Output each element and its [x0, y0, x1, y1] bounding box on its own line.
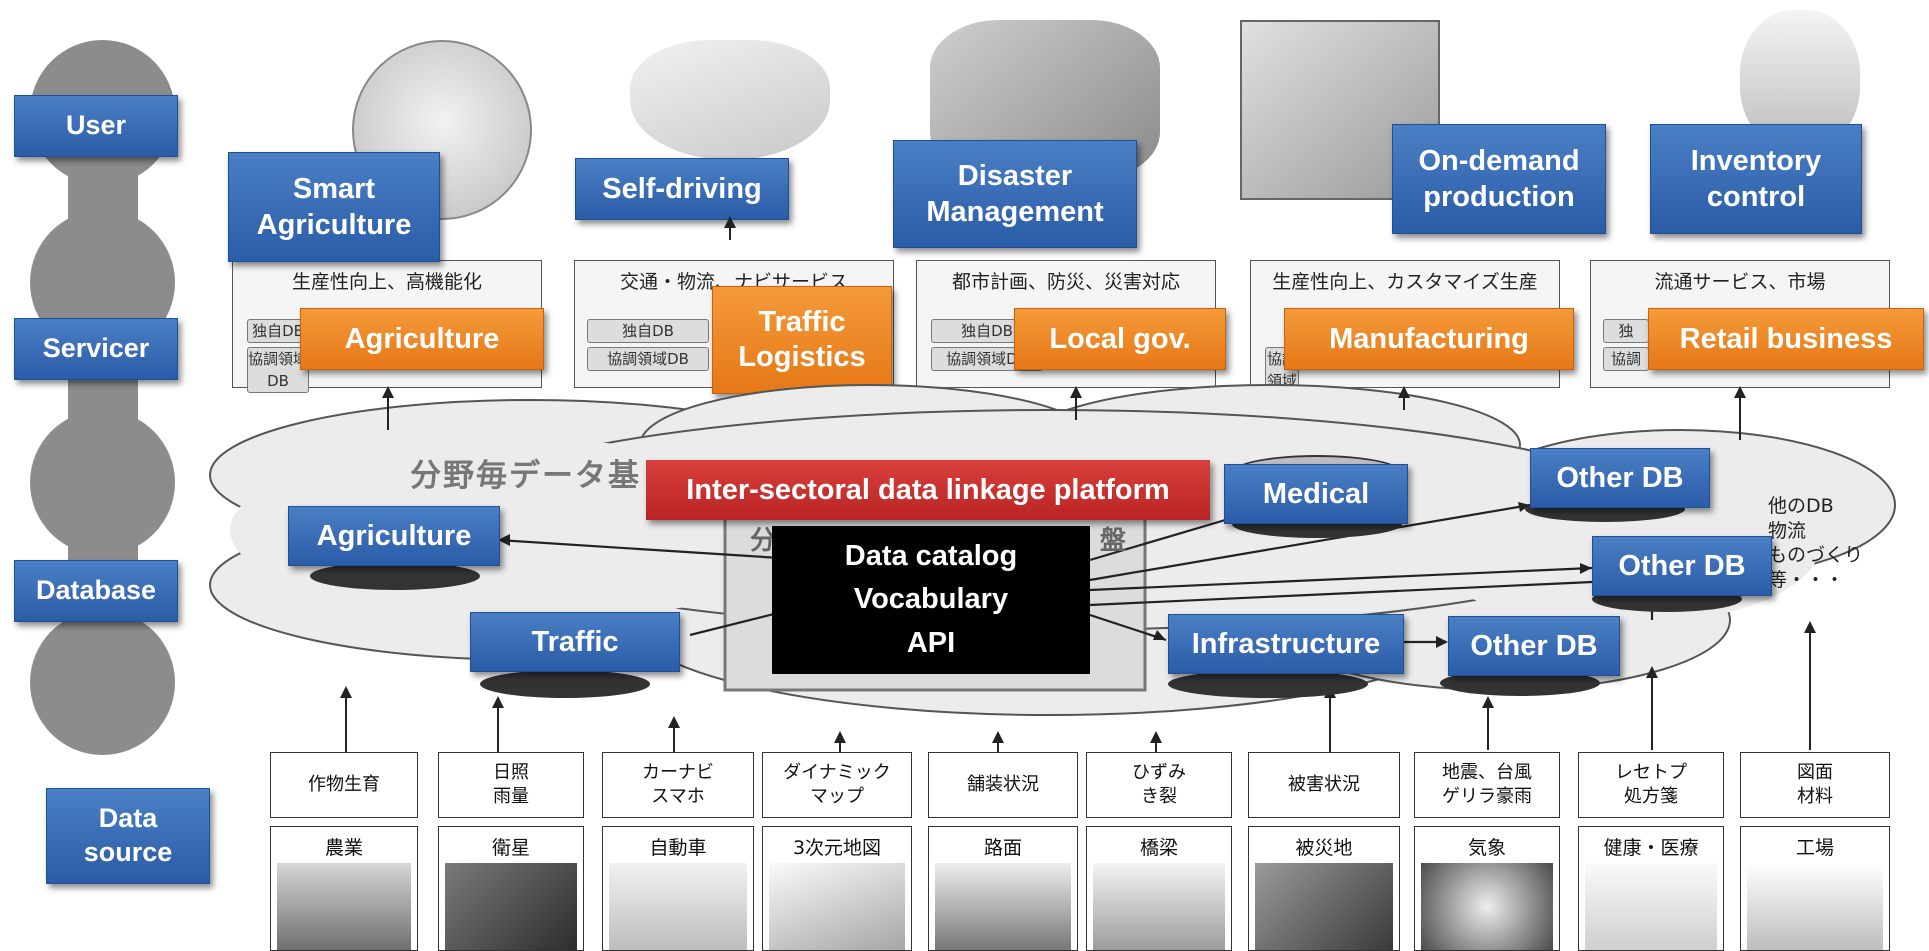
source-image-box: 3次元地図	[762, 826, 912, 951]
db-own: 独自DB	[587, 319, 709, 343]
db-traffic: Traffic	[470, 612, 680, 672]
service-jp-title: 生産性向上、カスタマイズ生産	[1272, 271, 1538, 293]
source-measure-box: 舗装状況	[928, 752, 1078, 818]
source-image-box: 路面	[928, 826, 1078, 951]
source-label: 路面	[983, 837, 1022, 859]
source-image-box: 自動車	[602, 826, 754, 951]
source-measure-box: 図面 材料	[1740, 752, 1890, 818]
layer-label-user: User	[14, 95, 178, 157]
core-jp-fragment-left: 分	[750, 526, 777, 556]
db-other-2: Other DB	[1592, 536, 1772, 596]
source-measure-box: ダイナミック マップ	[762, 752, 912, 818]
core-item-vocabulary: Vocabulary	[853, 583, 1009, 616]
provider-retail-business: Retail business	[1648, 308, 1924, 370]
source-photo	[609, 863, 747, 950]
source-label: 健康・医療	[1603, 837, 1699, 859]
source-photo	[769, 863, 905, 950]
provider-manufacturing: Manufacturing	[1284, 308, 1574, 370]
provider-local-gov: Local gov.	[1014, 308, 1226, 370]
spine-node-data-source	[30, 610, 175, 755]
source-measure-box: 地震、台風 ゲリラ豪雨	[1414, 752, 1560, 818]
source-photo	[445, 863, 577, 950]
source-photo	[1747, 863, 1883, 950]
other-jp-line: 他のDB	[1768, 495, 1834, 517]
source-photo	[935, 863, 1071, 950]
source-image-box: 農業	[270, 826, 418, 951]
source-photo	[1421, 863, 1553, 950]
source-label: 3次元地図	[792, 837, 882, 859]
db-medical: Medical	[1224, 464, 1408, 524]
service-smart-agriculture: Smart Agriculture	[228, 152, 440, 262]
db-cylinder-traffic	[480, 670, 650, 698]
core-services-box: Data catalog Vocabulary API	[772, 526, 1090, 674]
db-agriculture: Agriculture	[288, 506, 500, 566]
db-infrastructure: Infrastructure	[1168, 614, 1404, 674]
db-shared: 協調領域DB	[247, 347, 309, 393]
source-image-box: 気象	[1414, 826, 1560, 951]
source-measure-box: カーナビ スマホ	[602, 752, 754, 818]
source-photo	[1093, 863, 1225, 950]
other-db-jp-notes: 他のDB 物流 ものづくり 等・・・	[1768, 494, 1863, 593]
db-own: 独	[1603, 319, 1649, 343]
db-shared: 協調領域DB	[587, 347, 709, 371]
source-label: 被災地	[1295, 837, 1353, 859]
provider-agriculture: Agriculture	[300, 308, 544, 370]
service-jp-title: 流通サービス、市場	[1654, 271, 1826, 293]
source-label: 衛星	[491, 837, 530, 859]
core-item-data-catalog: Data catalog	[844, 539, 1018, 572]
source-image-box: 被災地	[1248, 826, 1400, 951]
source-label: 農業	[324, 837, 363, 859]
source-photo	[277, 863, 411, 950]
service-disaster-management: Disaster Management	[893, 140, 1137, 248]
source-photo	[1585, 863, 1717, 950]
provider-traffic-logistics: Traffic Logistics	[712, 286, 892, 394]
source-measure-box: ひずみ き裂	[1086, 752, 1232, 818]
layer-label-database: Database	[14, 560, 178, 622]
core-item-api: API	[906, 626, 956, 659]
db-cylinder-agriculture	[310, 562, 480, 590]
source-image-box: 衛星	[438, 826, 584, 951]
source-label: 工場	[1795, 837, 1834, 859]
source-image-box: 健康・医療	[1578, 826, 1724, 951]
other-jp-line: 物流	[1768, 519, 1807, 542]
source-label: 橋梁	[1139, 837, 1178, 859]
source-photo	[1255, 863, 1393, 950]
db-shared: 協調	[1603, 347, 1649, 371]
source-measure-box: 作物生育	[270, 752, 418, 818]
source-image-box: 工場	[1740, 826, 1890, 951]
db-other-3: Other DB	[1448, 616, 1620, 676]
other-jp-line: 等・・・	[1768, 569, 1845, 592]
layer-label-servicer: Servicer	[14, 318, 178, 380]
source-image-box: 橋梁	[1086, 826, 1232, 951]
core-jp-fragment-right: 盤	[1100, 526, 1127, 556]
illustration-road-cars	[630, 40, 830, 160]
db-other-1: Other DB	[1530, 448, 1710, 508]
spine-node-database	[30, 410, 175, 555]
platform-banner: Inter-sectoral data linkage platform	[646, 460, 1210, 520]
db-cylinder-infrastructure	[1168, 670, 1368, 698]
service-jp-title: 都市計画、防災、災害対応	[951, 271, 1180, 293]
source-label: 自動車	[649, 837, 707, 859]
service-on-demand-production: On-demand production	[1392, 124, 1606, 234]
layer-label-data-source: Data source	[46, 788, 210, 884]
source-label: 気象	[1467, 837, 1506, 859]
service-inventory-control: Inventory control	[1650, 124, 1862, 234]
cloud-jp-label: 分野毎データ基	[410, 458, 641, 494]
service-jp-title: 生産性向上、高機能化	[291, 271, 482, 293]
source-measure-box: レセトプ 処方箋	[1578, 752, 1724, 818]
other-jp-line: ものづくり	[1768, 544, 1864, 567]
service-self-driving: Self-driving	[575, 158, 789, 220]
source-measure-box: 日照 雨量	[438, 752, 584, 818]
source-measure-box: 被害状況	[1248, 752, 1400, 818]
